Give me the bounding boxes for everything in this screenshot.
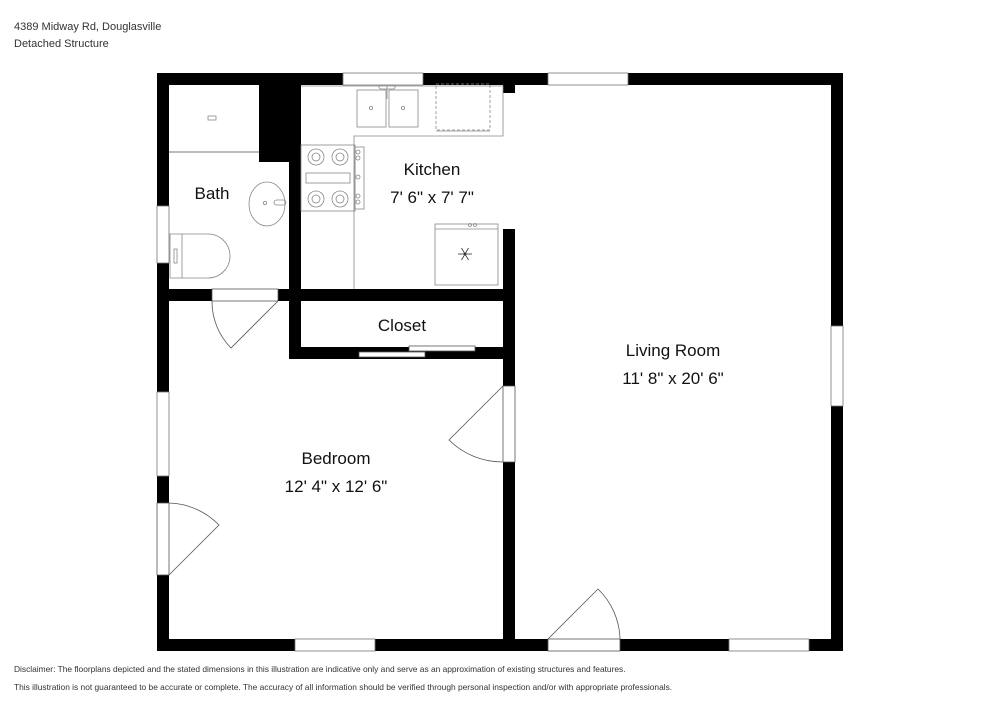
room-dimensions-living-room: 11' 8" x 20' 6" (622, 369, 723, 388)
window-kitchen-top (342, 72, 424, 86)
address-text: 4389 Midway Rd, Douglasville (14, 21, 162, 33)
window-living-bottom (728, 638, 810, 652)
room-label-bedroom: Bedroom (302, 449, 371, 468)
room-label-kitchen: Kitchen (404, 160, 461, 179)
fixtures (169, 83, 504, 289)
toilet-icon (169, 233, 231, 279)
shower-icon (169, 115, 259, 153)
room-dimensions-bedroom: 12' 4" x 12' 6" (285, 477, 388, 496)
window-living-right (830, 325, 844, 407)
dishwasher-icon (435, 83, 491, 132)
window-bedroom-left (156, 391, 170, 477)
sink-icon (248, 181, 287, 227)
room-label-closet: Closet (378, 316, 426, 335)
door-front-opening (547, 638, 621, 652)
window-bath-left (156, 205, 170, 264)
door-bedroom-exterior-swing (168, 502, 220, 576)
structure-type-text: Detached Structure (14, 38, 109, 50)
walls (157, 73, 843, 651)
closet-slider-1 (358, 351, 426, 358)
stove-icon (300, 144, 365, 212)
disclaimer-line-1: Disclaimer: The floorplans depicted and … (14, 664, 626, 674)
door-bedroom-living-swing (448, 385, 504, 463)
window-living-top (547, 72, 629, 86)
room-dimensions-kitchen: 7' 6" x 7' 7" (390, 188, 474, 207)
windows (156, 72, 844, 652)
double-sink-icon (356, 84, 419, 128)
door-front-swing (547, 588, 621, 640)
doors (156, 288, 621, 652)
door-bedroom-exterior-opening (156, 502, 170, 576)
room-label-bath: Bath (195, 184, 230, 203)
door-bath-opening (211, 288, 279, 302)
room-label-living-room: Living Room (626, 341, 721, 360)
disclaimer-line-2: This illustration is not guaranteed to b… (14, 682, 673, 692)
door-bedroom-living-opening (502, 385, 516, 463)
window-bedroom-bottom (294, 638, 376, 652)
closet-slider-2 (408, 345, 476, 352)
door-bath-swing (211, 300, 279, 349)
refrigerator-icon (434, 223, 499, 286)
